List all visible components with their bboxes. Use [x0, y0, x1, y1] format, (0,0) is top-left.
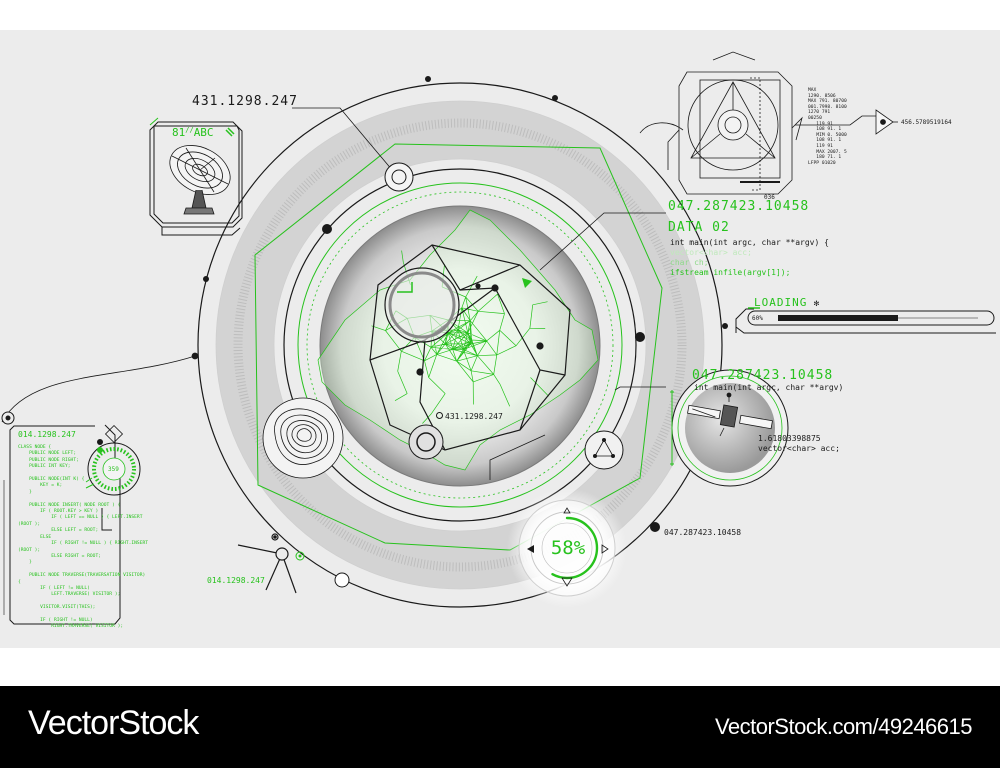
code-panel-text: CLASS NODE { PUBLIC NODE LEFT; PUBLIC NO… [18, 445, 148, 630]
top-coordinate: 431.1298.247 [192, 94, 298, 109]
data-code-line-4: ifstream infile(argv[1]); [670, 268, 791, 277]
percent-value: 58% [550, 537, 586, 559]
top-orbit-node [384, 162, 414, 192]
satellite-vector: vector<char> acc; [758, 444, 840, 453]
satellite-disc [670, 369, 789, 487]
triangle-pointer [795, 109, 898, 135]
footer-brand: VectorStock [28, 704, 199, 742]
loading-text: LOADING [754, 296, 808, 309]
radar-dish-icon [169, 145, 231, 215]
topography-disc [262, 397, 344, 479]
crosshair-node [237, 533, 305, 594]
data-coordinate: 047.287423.10458 [668, 199, 810, 214]
right-code-block: MAX 1290. 8506 MAX 791. 80700 001.7998. … [808, 88, 847, 166]
data-code-line-3: char ch; [670, 258, 709, 267]
outer-ring-band [215, 100, 705, 590]
triangle-coordinate: 456.5789519164 [901, 119, 952, 126]
loading-percent: 60% [752, 315, 763, 322]
code-panel-badge: 359 [108, 466, 119, 473]
dish-id-number: 81 [172, 126, 186, 139]
data-title: DATA 02 [668, 220, 730, 235]
percent-gauge [507, 488, 627, 608]
outer-orbit [197, 76, 728, 608]
mid-rings [283, 168, 645, 522]
triangle-node [584, 430, 624, 470]
satellite-coordinate: 047.287423.10458 [692, 368, 834, 383]
watermark-footer: VectorStock VectorStock.com/49246615 [0, 686, 1000, 768]
code-panel-coordinate: 014.1298.247 [18, 430, 76, 439]
dish-id-sub: ABC [193, 126, 214, 139]
center-coordinate: 431.1298.247 [445, 412, 503, 421]
footer-url: VectorStock.com/49246615 [714, 714, 973, 739]
data-code-line-1: int main(int argc, char **argv) { [670, 238, 829, 247]
satellite-value: 1.61803398875 [758, 434, 821, 443]
schematic-frame [667, 51, 803, 195]
satellite-icon [687, 392, 773, 437]
connector-lines [1, 107, 684, 480]
bottom-left-coordinate: 014.1298.247 [207, 576, 265, 585]
satellite-code: int main(int argc, char **argv) [694, 383, 844, 392]
hud-graphics [1, 51, 996, 625]
code-panel-gauge [85, 424, 141, 496]
target-reticle [384, 267, 460, 343]
bottom-coordinate: 047.287423.10458 [664, 528, 742, 537]
bottom-orbit-node [408, 424, 444, 460]
loading-label: LOADING ✻ [754, 296, 821, 309]
hud-canvas: 431.1298.247 81//ABC 047.287423.10458 DA… [0, 30, 1000, 648]
data-code-line-2: vector<char> acc; [670, 248, 752, 257]
dish-panel-frame [149, 117, 243, 236]
tiny-number: 036 [764, 194, 775, 201]
dish-id-label: 81//ABC [172, 126, 214, 139]
center-coordinate-block: 431.1298.247 [436, 412, 503, 422]
